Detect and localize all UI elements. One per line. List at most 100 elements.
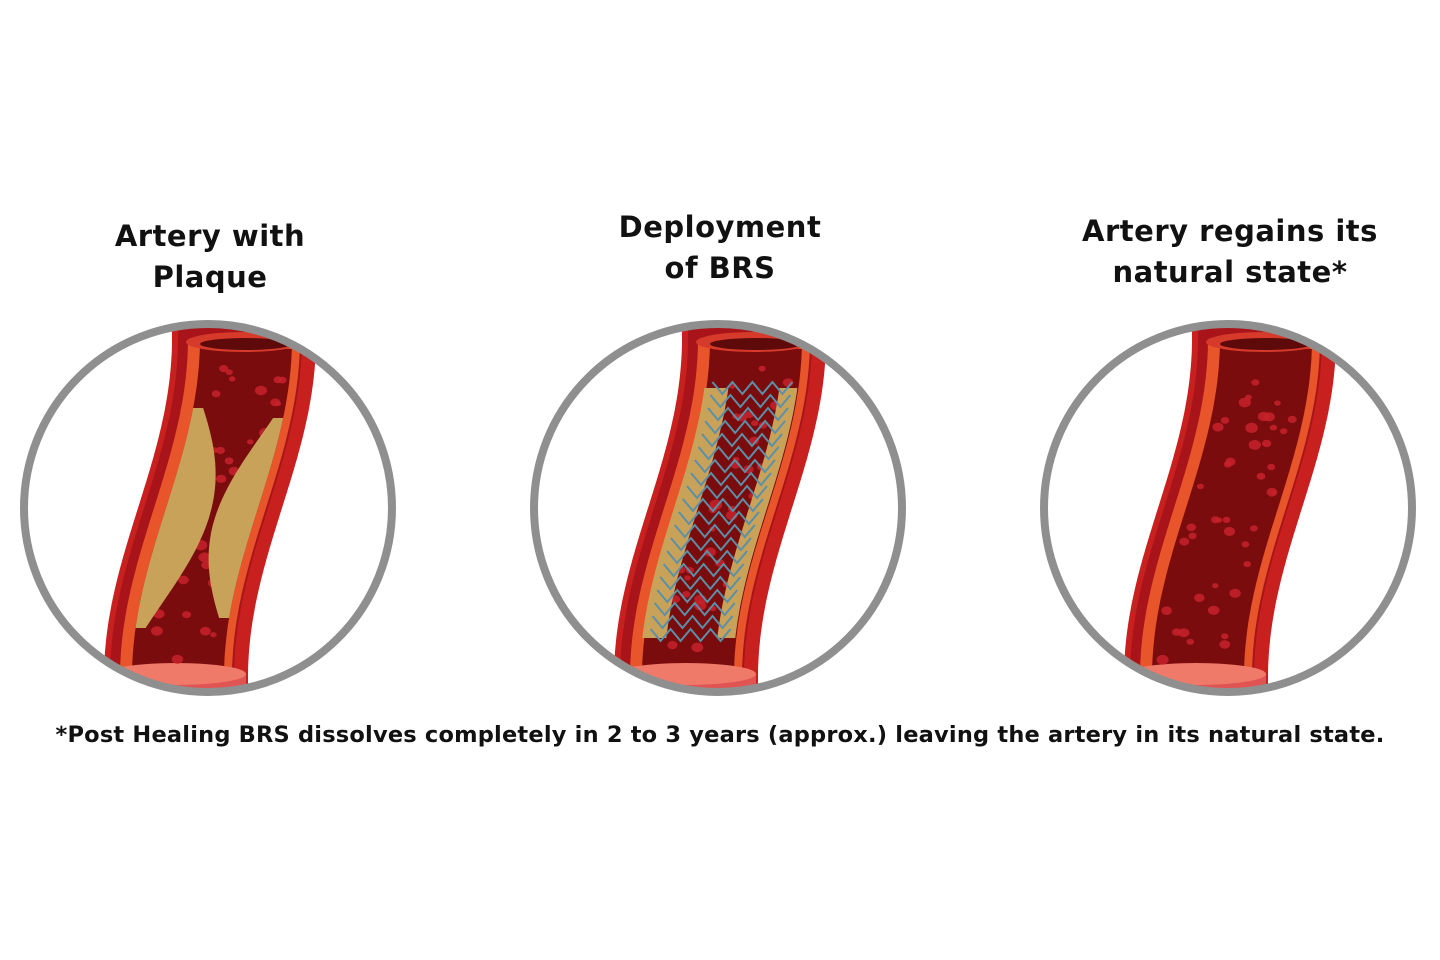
stent-strut <box>704 419 786 435</box>
artery-group <box>104 327 316 689</box>
red-blood-cell <box>224 457 234 465</box>
stent-strut <box>690 471 772 487</box>
stent-strut <box>674 523 756 539</box>
stent-strut <box>709 393 792 409</box>
red-blood-cell <box>273 376 283 384</box>
artery-lumen <box>132 346 292 684</box>
panel-title-natural-state: Artery regains its natural state* <box>1060 211 1400 293</box>
red-blood-cell <box>1263 412 1275 422</box>
artery-top-lumen <box>1219 338 1312 350</box>
red-blood-cell <box>691 642 704 653</box>
stent-strut <box>666 549 748 565</box>
red-blood-cell <box>1287 415 1297 423</box>
red-blood-cell <box>1219 640 1231 649</box>
red-blood-cell <box>210 632 217 638</box>
red-blood-cell <box>1225 457 1236 466</box>
footnote: *Post Healing BRS dissolves completely i… <box>55 722 1385 748</box>
red-blood-cell <box>749 436 760 445</box>
red-blood-cell <box>1229 588 1241 598</box>
title-line: natural state* <box>1112 255 1348 289</box>
red-blood-cell <box>270 398 281 407</box>
stent-strut <box>686 484 768 500</box>
stent-strut <box>653 601 736 617</box>
red-blood-cell <box>219 365 229 373</box>
artery-top-lumen <box>199 338 292 350</box>
stent-strut <box>649 627 732 643</box>
red-blood-cell <box>200 626 211 636</box>
red-blood-cell <box>211 390 221 398</box>
panel-circle-frame <box>20 320 396 696</box>
red-blood-cell <box>1251 379 1260 386</box>
red-blood-cell <box>1241 541 1250 548</box>
red-blood-cell <box>1248 440 1261 450</box>
red-blood-cell <box>1267 463 1276 471</box>
red-blood-cell <box>1238 397 1251 408</box>
panel-title-deployment: Deployment of BRS <box>550 207 890 289</box>
red-blood-cell <box>1207 605 1220 615</box>
red-blood-cell <box>151 626 163 636</box>
title-line: of BRS <box>664 251 776 285</box>
red-blood-cell <box>1270 489 1277 495</box>
stent-strut <box>697 445 780 461</box>
plaque-right <box>208 418 284 618</box>
plaque-compressed-left <box>642 388 729 638</box>
panel-title-plaque: Artery with Plaque <box>40 216 380 298</box>
red-blood-cell <box>1261 439 1272 448</box>
title-line: Deployment <box>618 210 822 244</box>
stent-strut <box>694 458 776 474</box>
red-blood-cell <box>1186 523 1197 532</box>
stent-strut <box>659 575 742 591</box>
artery-plaque-illustration <box>20 320 396 696</box>
red-blood-cell <box>247 439 254 445</box>
red-blood-cell <box>229 376 236 382</box>
red-blood-cell <box>1215 517 1223 523</box>
stent-strut <box>701 432 783 448</box>
artery-healthy-illustration <box>1040 320 1416 696</box>
red-blood-cell <box>171 654 184 664</box>
red-blood-cell <box>682 591 691 598</box>
red-blood-cell <box>751 420 759 427</box>
red-blood-cell <box>255 385 267 396</box>
artery-stent-illustration <box>530 320 906 696</box>
red-blood-cell <box>1186 638 1195 645</box>
stent-strut <box>707 406 789 422</box>
red-blood-cell <box>225 369 233 376</box>
red-blood-cell <box>693 600 707 611</box>
stent-strut <box>682 497 764 513</box>
red-blood-cell <box>758 365 766 372</box>
red-blood-cell <box>1221 633 1229 640</box>
red-blood-cell <box>1178 628 1190 638</box>
red-blood-cell <box>1156 654 1169 665</box>
stent-strut <box>656 588 739 604</box>
stent-strut <box>651 614 734 630</box>
red-blood-cell <box>1179 537 1190 546</box>
stent-strut <box>670 536 752 552</box>
red-blood-cell <box>1245 422 1258 433</box>
red-blood-cell <box>684 575 691 581</box>
red-blood-cell <box>1269 424 1278 431</box>
artery-group <box>1124 327 1336 689</box>
red-blood-cell <box>215 446 226 455</box>
red-blood-cell <box>1274 400 1281 406</box>
red-blood-cell <box>1220 417 1230 424</box>
title-line: Artery regains its <box>1082 214 1378 248</box>
red-blood-cell <box>1280 428 1288 435</box>
stent-strut <box>678 510 760 526</box>
red-blood-cell <box>182 611 192 619</box>
plaque-left <box>135 408 216 628</box>
red-blood-cell <box>1245 394 1252 400</box>
title-line: Artery with <box>114 219 306 253</box>
red-blood-cell <box>1243 561 1251 568</box>
red-blood-cell <box>1256 472 1266 480</box>
red-blood-cell <box>1250 525 1258 532</box>
red-blood-cell <box>667 641 678 650</box>
red-blood-cell <box>215 474 227 483</box>
red-blood-cell <box>178 575 189 585</box>
title-line: Plaque <box>152 260 268 294</box>
red-blood-cell <box>1212 422 1224 432</box>
red-blood-cell <box>1212 583 1219 589</box>
panel-circle-frame <box>1040 320 1416 696</box>
artery-group <box>614 327 826 689</box>
red-blood-cell <box>1188 532 1197 540</box>
stent-strut <box>711 380 794 396</box>
